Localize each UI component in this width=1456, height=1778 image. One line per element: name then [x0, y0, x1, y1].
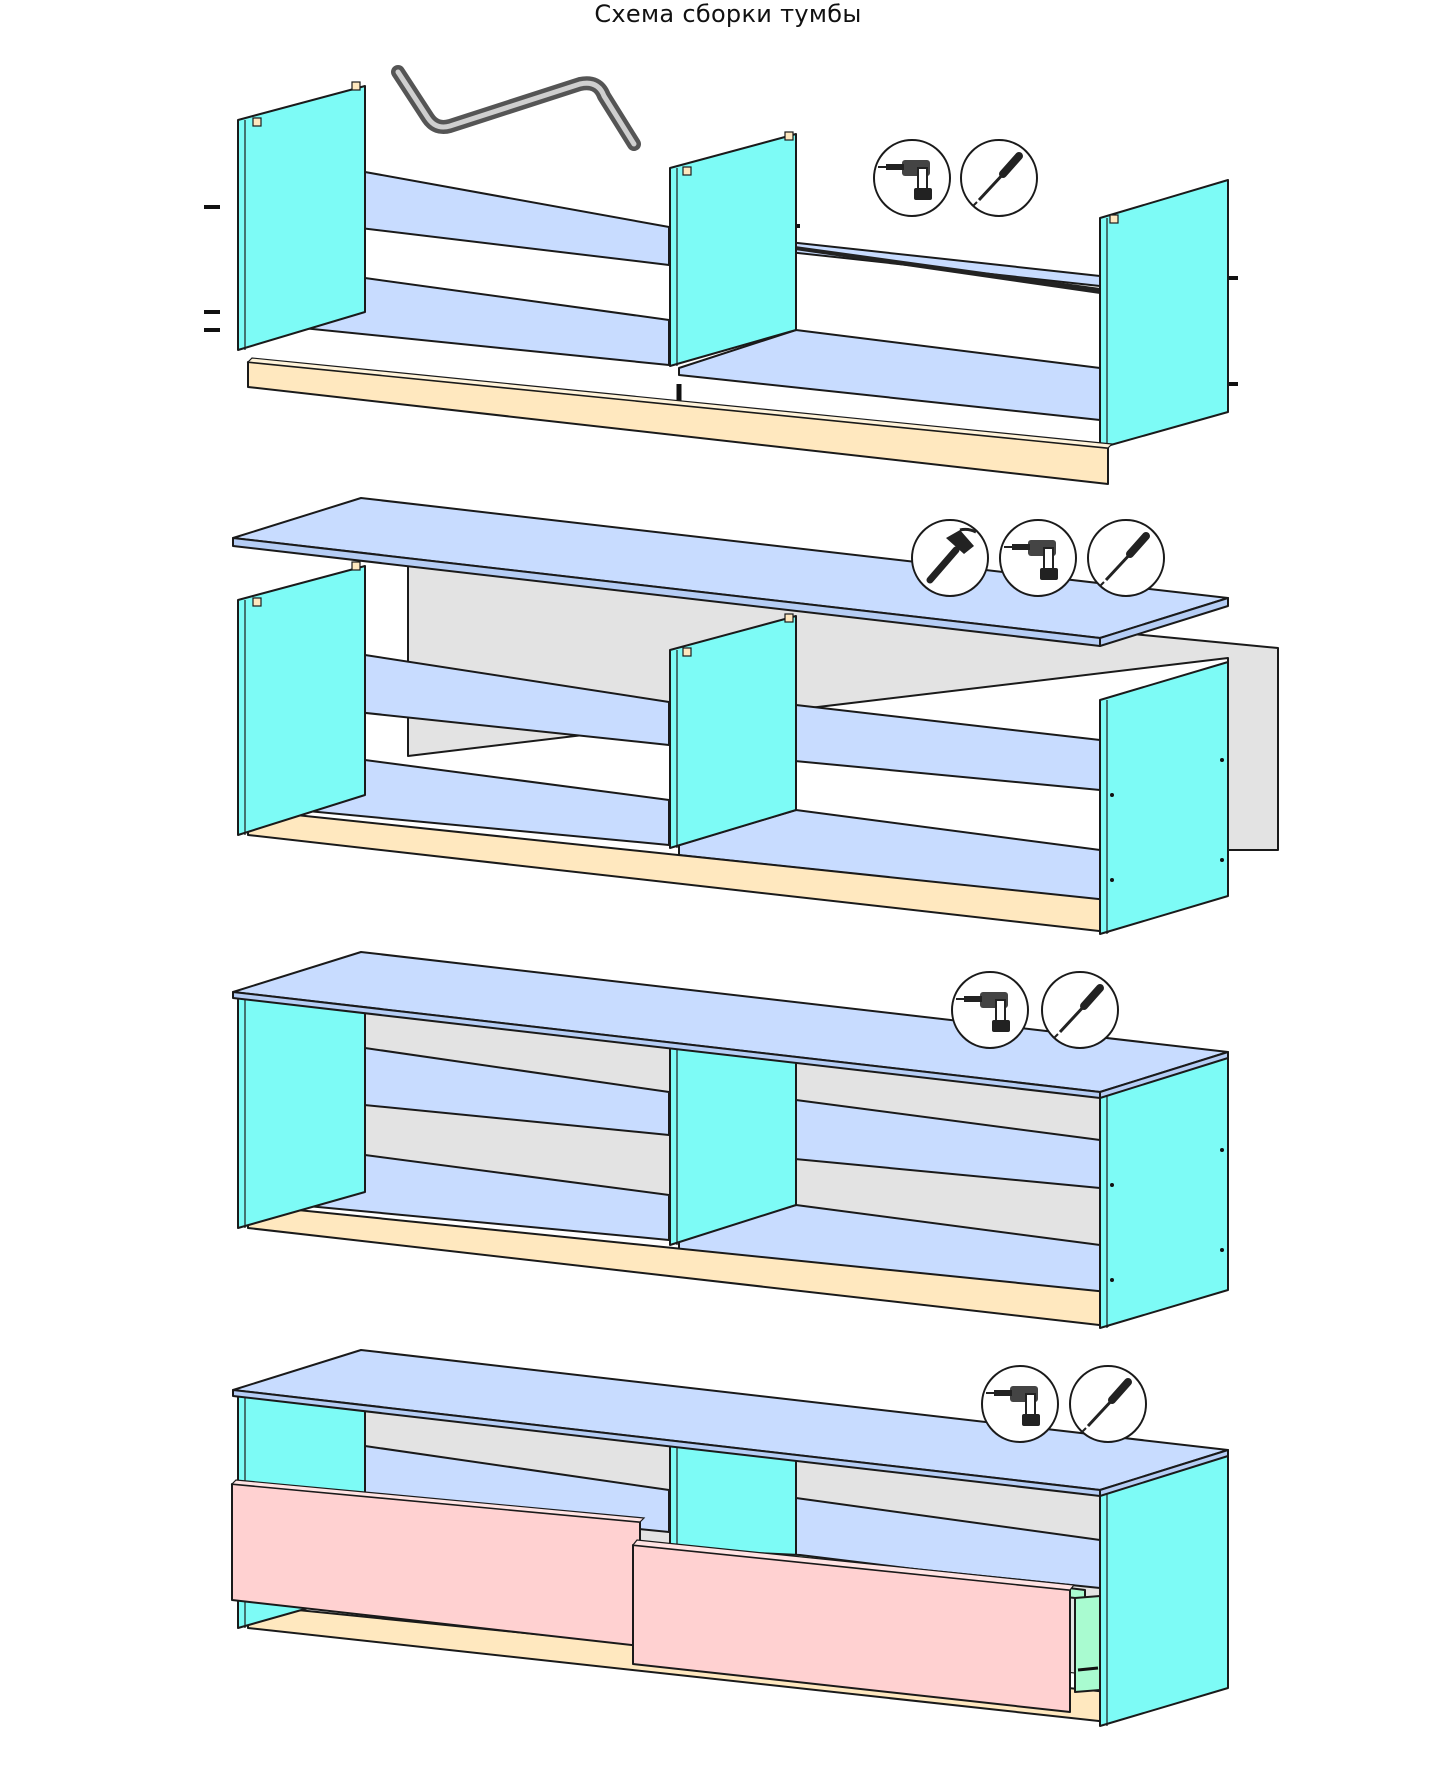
step-2 [232, 497, 1279, 935]
back-strip [795, 246, 1100, 294]
side-panel-right [1099, 179, 1229, 449]
side-panel-left [237, 565, 366, 836]
side-panel-left [237, 85, 366, 351]
screwdriver-icon [1070, 1366, 1146, 1442]
side-panel-right [1099, 1451, 1229, 1727]
side-panel-right [1099, 1053, 1229, 1329]
divider-panel [669, 133, 797, 367]
drill-icon [951, 971, 1029, 1049]
drill-icon [873, 139, 951, 217]
screwdriver-icon [1042, 972, 1118, 1048]
screwdriver-icon [1088, 520, 1164, 596]
hex-key-icon [391, 65, 641, 151]
screwdriver-icon [961, 140, 1037, 216]
drill-icon [981, 1365, 1059, 1443]
step-3 [232, 951, 1229, 1329]
divider-panel [669, 615, 797, 849]
step-4 [230, 1349, 1229, 1727]
diagram-title: Схема сборки тумбы [594, 0, 862, 28]
side-panel-right [1099, 661, 1229, 935]
hammer-icon [912, 520, 988, 596]
step-1 [204, 65, 1238, 485]
side-panel-left [237, 996, 366, 1229]
drill-icon [999, 519, 1077, 597]
